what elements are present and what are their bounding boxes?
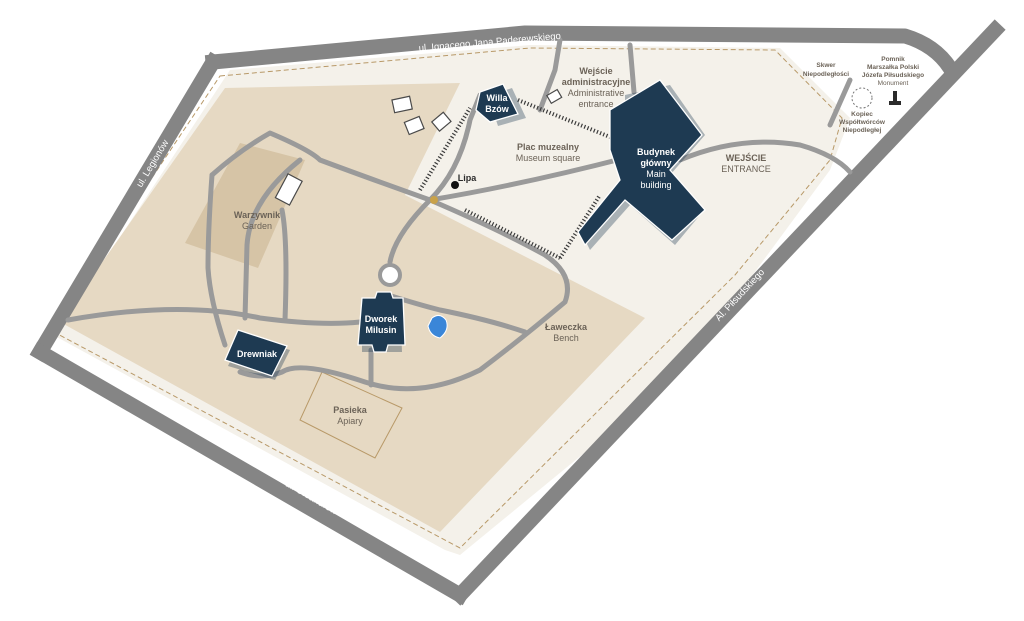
- drewniak-label: Drewniak: [237, 349, 278, 359]
- main-building-en-2: building: [640, 180, 671, 190]
- pomnik-label-en: Monument: [878, 80, 909, 87]
- museum-square-pl: Plac muzealny: [517, 142, 579, 152]
- garden-en: Garden: [242, 221, 272, 231]
- garden-area: [185, 143, 305, 268]
- laweczka-pl: Ławeczka: [545, 322, 588, 332]
- willa-bzow-building[interactable]: [475, 83, 519, 123]
- tree-icon: [451, 181, 459, 189]
- drewniak-building[interactable]: [224, 329, 288, 377]
- apiary-area: [299, 371, 403, 459]
- garden-pl: Warzywnik: [234, 210, 281, 220]
- street-north-road: [204, 25, 961, 79]
- street-west-road: [29, 51, 224, 363]
- pasieka-en: Apiary: [337, 416, 363, 426]
- street-southwest-road: [29, 341, 471, 606]
- admin-entrance-en-1: Administrative: [568, 88, 625, 98]
- skwer-label-2: Niepodległości: [803, 71, 849, 78]
- mound-icon: [851, 87, 873, 109]
- pomnik-label-3: Józefa Piłsudskiego: [862, 72, 924, 79]
- main-building-pl-1: Budynek: [637, 147, 676, 157]
- museum-square-en: Museum square: [516, 153, 581, 163]
- pomnik-label-2: Marszałka Polski: [867, 64, 919, 71]
- dworek-label-2: Milusin: [366, 325, 397, 335]
- gate-marker: [430, 196, 438, 204]
- admin-entrance-pl-1: Wejście: [579, 66, 612, 76]
- skwer-label-1: Skwer: [816, 62, 836, 69]
- willa-label-2: Bzów: [485, 104, 509, 114]
- laweczka-en: Bench: [553, 333, 579, 343]
- entrance-en: ENTRANCE: [721, 164, 771, 174]
- kopiec-label-2: Współtwórców: [839, 119, 886, 126]
- pond: [427, 314, 448, 339]
- small-outbuildings: [274, 88, 563, 206]
- footpaths: [65, 37, 853, 392]
- admin-entrance-pl-2: administracyjne: [562, 77, 631, 87]
- main-building[interactable]: [577, 79, 706, 247]
- dworek-milusin-building[interactable]: [357, 291, 406, 353]
- main-building-pl-2: główny: [641, 158, 672, 168]
- willa-label-1: Willa: [487, 93, 509, 103]
- pasieka-pl: Pasieka: [333, 405, 368, 415]
- lipa-label: Lipa: [458, 173, 477, 183]
- admin-entrance-en-2: entrance: [578, 99, 613, 109]
- fences: [418, 98, 626, 260]
- dworek-label-1: Dworek: [365, 314, 399, 324]
- park-boundary: [49, 47, 843, 549]
- pomnik-label-1: Pomnik: [881, 56, 905, 63]
- kopiec-label-3: Niepodległej: [843, 127, 882, 134]
- entrance-pl: WEJŚCIE: [726, 152, 767, 163]
- monument-icon: [889, 91, 901, 105]
- park-area: [60, 83, 645, 532]
- street-east-road: [449, 19, 1006, 606]
- kopiec-label-1: Kopiec: [851, 111, 873, 118]
- main-building-en-1: Main: [646, 169, 666, 179]
